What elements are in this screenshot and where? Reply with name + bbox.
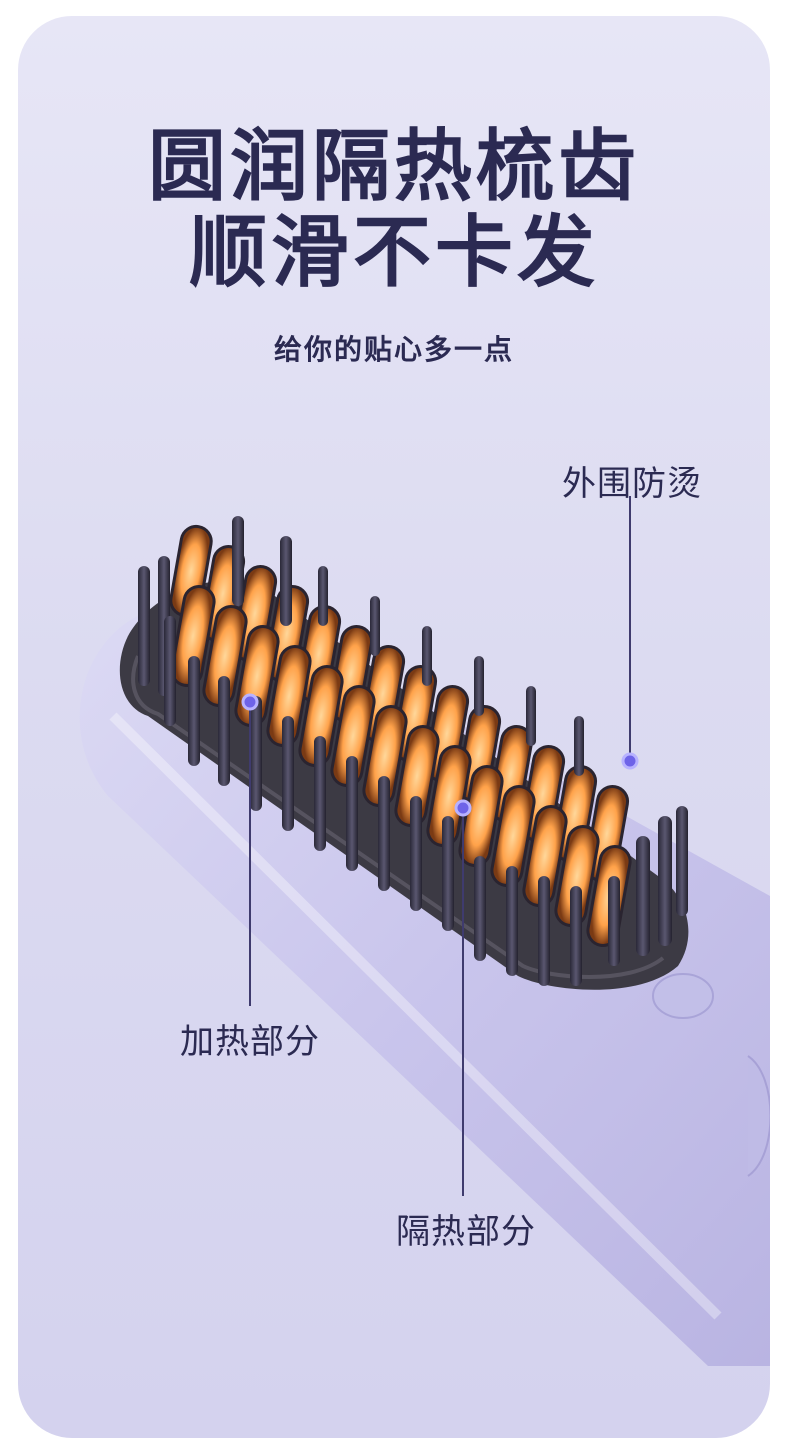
- marker-dot-insulation: [454, 799, 472, 817]
- heating-teeth: [169, 524, 632, 947]
- callout-insulation-part: 隔热部分: [396, 1212, 536, 1252]
- callout-heating-part: 加热部分: [180, 1022, 320, 1062]
- headline-line-2: 顺滑不卡发: [188, 207, 599, 298]
- marker-dot-heating: [241, 693, 259, 711]
- insulating-pins: [138, 516, 688, 986]
- callout-outer-guard: 外围防烫: [562, 464, 702, 504]
- brush-illustration: [79, 496, 770, 1366]
- marker-dot-outer-guard: [621, 752, 639, 770]
- callout-markers: [241, 496, 639, 1196]
- headline-line-1: 圆润隔热梳齿: [147, 121, 640, 212]
- subheadline: 给你的贴心多一点: [273, 333, 514, 366]
- product-card: 圆润隔热梳齿 顺滑不卡发 给你的贴心多一点: [18, 16, 770, 1438]
